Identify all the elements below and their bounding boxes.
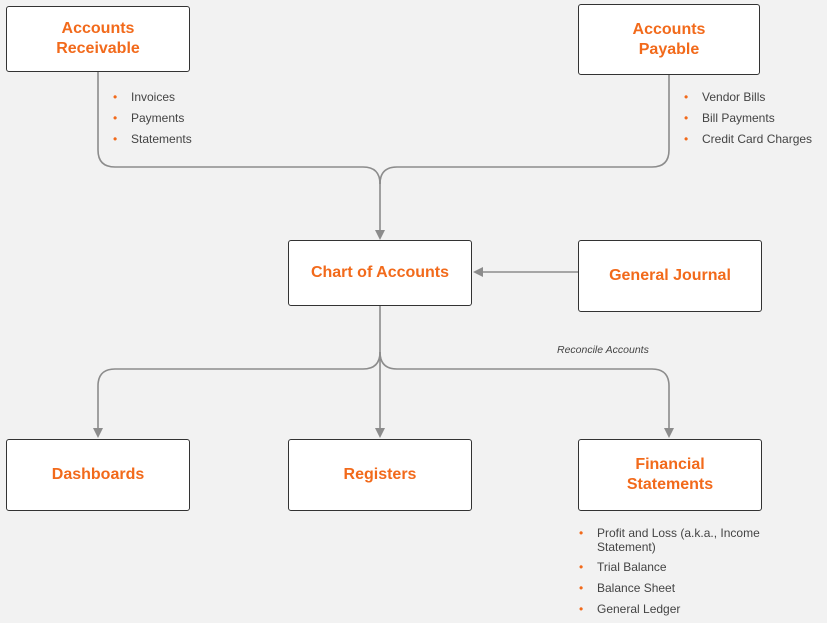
registers-box[interactable]: Registers (288, 439, 472, 511)
list-item: Trial Balance (579, 560, 789, 574)
list-item: Credit Card Charges (684, 132, 824, 146)
list-item: Statements (113, 132, 263, 146)
connector-receivable-to-chart (97, 72, 381, 185)
statements-list: Profit and Loss (a.k.a., Income Statemen… (579, 526, 789, 623)
dashboards-title: Dashboards (51, 466, 145, 483)
list-item: Balance Sheet (579, 581, 789, 595)
accounts-payable-box[interactable]: Accounts Payable (578, 4, 760, 75)
dashboards-box[interactable]: Dashboards (6, 439, 190, 511)
payable-list: Vendor Bills Bill Payments Credit Card C… (684, 90, 824, 153)
financial-statements-box[interactable]: Financial Statements (578, 439, 762, 511)
general-journal-box[interactable]: General Journal (578, 240, 762, 312)
financial-statements-title: Financial Statements (626, 456, 714, 493)
list-item: General Ledger (579, 602, 789, 616)
arrow-to-dashboards (93, 351, 381, 438)
list-item: Vendor Bills (684, 90, 824, 104)
connector-payable-to-chart (379, 75, 670, 185)
chart-of-accounts-title: Chart of Accounts (310, 264, 450, 281)
list-item: Invoices (113, 90, 263, 104)
chart-of-accounts-box[interactable]: Chart of Accounts (288, 240, 472, 306)
accounts-receivable-title: Accounts Receivable (56, 20, 140, 57)
list-item: Bill Payments (684, 111, 824, 125)
registers-title: Registers (343, 466, 417, 483)
reconcile-accounts-label: Reconcile Accounts (557, 344, 649, 356)
list-item: Payments (113, 111, 263, 125)
receivable-list: Invoices Payments Statements (113, 90, 263, 153)
general-journal-title: General Journal (609, 267, 731, 284)
accounts-payable-title: Accounts Payable (632, 20, 706, 58)
arrow-to-financial-statements (379, 351, 674, 438)
accounts-receivable-box[interactable]: Accounts Receivable (6, 6, 190, 72)
list-item: Profit and Loss (a.k.a., Income Statemen… (579, 526, 789, 554)
